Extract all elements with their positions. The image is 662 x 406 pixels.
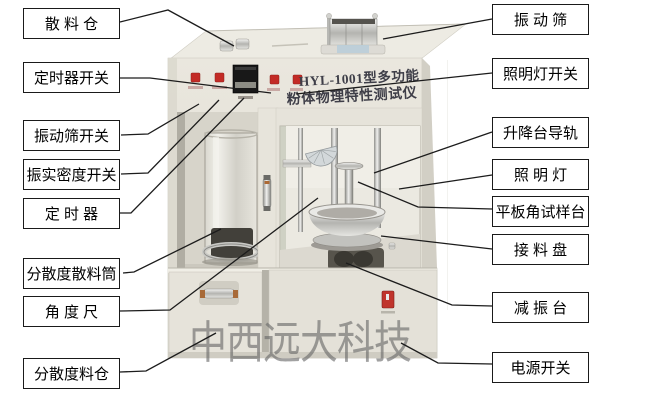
label-vibrating-sieve-switch: 振动筛开关	[23, 120, 120, 151]
label-angle-ruler: 角 度 尺	[23, 296, 120, 327]
label-power-switch: 电源开关	[492, 352, 589, 383]
label-dispersion-cylinder: 分散度散料筒	[23, 258, 120, 289]
label-damping-platform: 减 振 台	[492, 292, 589, 323]
vibrating-sieve	[320, 13, 386, 55]
label-lamp-switch: 照明灯开关	[492, 58, 589, 89]
door-column	[257, 107, 279, 269]
door-handle	[262, 175, 272, 211]
label-lamp: 照 明 灯	[492, 159, 589, 190]
cabinet-top-face	[169, 23, 467, 60]
drawer-handle	[199, 281, 239, 305]
left-chamber	[177, 112, 260, 268]
label-tap-density-switch: 振实密度开关	[23, 159, 120, 190]
label-dispersion-hopper: 分散度料仓	[23, 358, 120, 389]
right-chamber	[275, 107, 423, 271]
photo-edge	[447, 60, 448, 310]
lift-guide-rails	[298, 128, 381, 232]
label-receiving-tray: 接 料 盘	[492, 234, 589, 265]
angle-ruler-protractor	[304, 145, 338, 167]
label-timer-switch: 定时器开关	[23, 62, 120, 93]
label-bulk-hopper: 散 料 仓	[23, 8, 120, 39]
label-vibrating-sieve: 振 动 筛	[492, 4, 589, 35]
label-flat-angle-sample-stage: 平板角试样台	[492, 196, 589, 227]
label-timer: 定 时 器	[23, 198, 120, 229]
dispersion-glass-cylinder	[202, 129, 260, 266]
watermark-text: 中西远大科技	[189, 318, 412, 369]
label-lift-guide-rail: 升降台导轨	[492, 117, 589, 148]
